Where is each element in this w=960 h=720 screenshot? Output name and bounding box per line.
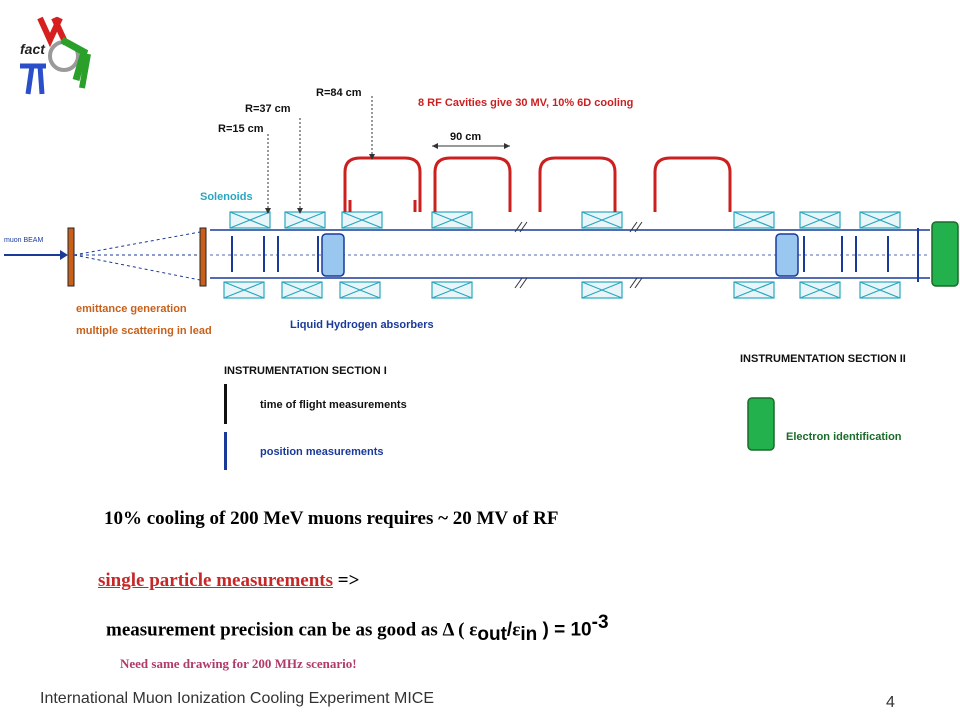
label-instr1: INSTRUMENTATION SECTION I (224, 365, 387, 377)
label-90cm: 90 cm (450, 131, 481, 143)
label-position: position measurements (260, 446, 383, 458)
electron-id-detector (931, 221, 959, 287)
precision-prefix: measurement precision can be as good as (106, 619, 443, 641)
beam-arrowhead (60, 250, 68, 260)
delta-symbol: Δ ( (442, 619, 470, 641)
solenoid-coils-bottom (223, 281, 901, 299)
label-beam: muon BEAM (4, 237, 43, 244)
label-rf-title: 8 RF Cavities give 30 MV, 10% 6D cooling (418, 97, 633, 109)
label-solenoids: Solenoids (200, 191, 253, 203)
mice-cooling-channel-diagram: R=84 cm R=37 cm R=15 cm 8 RF Cavities gi… (0, 80, 960, 480)
arrow-text: => (333, 570, 360, 591)
slash: / (506, 619, 513, 641)
rf-cavities (343, 156, 732, 212)
label-scattering: multiple scattering in lead (76, 325, 212, 337)
label-tof: time of flight measurements (260, 399, 407, 411)
sub-in: in (520, 624, 538, 646)
label-electron: Electron identification (786, 431, 902, 443)
epsilon-out: ε (469, 619, 478, 641)
lh2-absorber-right (775, 233, 799, 277)
label-r84: R=84 cm (316, 87, 362, 99)
cooling-requirement-text: 10% cooling of 200 MeV muons requires ~ … (104, 508, 559, 529)
page-number: 4 (886, 694, 895, 711)
footer-title: International Muon Ionization Cooling Ex… (40, 690, 434, 707)
beam-divergence (73, 231, 201, 281)
precision-line: measurement precision can be as good as … (106, 612, 609, 646)
detector-planes-right (803, 228, 919, 282)
radius-arrows (267, 96, 373, 212)
sub-out: out (477, 624, 507, 646)
break-marks (514, 221, 643, 289)
solenoid-coils-top (229, 211, 901, 229)
lead-diffuser-right (199, 227, 207, 287)
scenario-note: Need same drawing for 200 MHz scenario! (120, 656, 357, 671)
epsilon-in: ε (512, 619, 521, 641)
electron-legend-box (747, 397, 775, 451)
detector-planes-left (231, 236, 319, 272)
lead-diffuser-left (67, 227, 75, 287)
label-r37: R=37 cm (245, 103, 291, 115)
position-legend-bar (224, 432, 227, 470)
label-r15: R=15 cm (218, 123, 264, 135)
label-instr2: INSTRUMENTATION SECTION II (740, 353, 906, 365)
exponent: -3 (591, 612, 609, 633)
single-particle-link: single particle measurements (98, 570, 333, 591)
nufact-logo: fact (20, 16, 91, 95)
single-particle-line: single particle measurements => (98, 570, 359, 592)
logo-text: fact (20, 41, 46, 57)
equals-ten: ) = 10 (537, 619, 592, 641)
label-emittance: emittance generation (76, 303, 187, 315)
lh2-absorber-left (321, 233, 345, 277)
label-absorbers: Liquid Hydrogen absorbers (290, 319, 434, 331)
tof-legend-bar (224, 384, 227, 424)
